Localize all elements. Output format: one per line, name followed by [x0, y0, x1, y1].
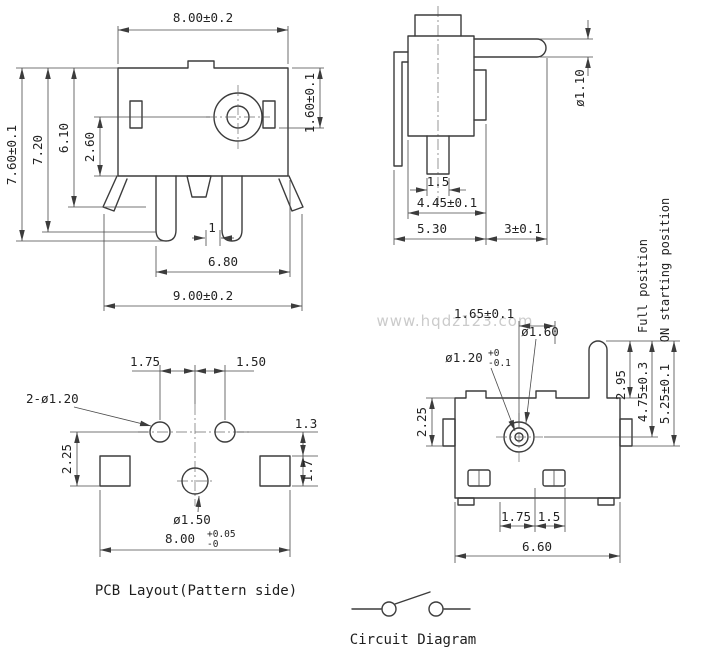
side-dim-plunger-len: 3±0.1: [504, 221, 542, 236]
circuit-contact-left: [381, 601, 397, 617]
pcb-caption: PCB Layout(Pattern side): [95, 583, 297, 599]
side-left-bracket: [393, 51, 409, 167]
detail-boss-centerlines: [496, 413, 543, 462]
pcb-pad-left: [99, 455, 131, 487]
detail-dimension-lines: [429, 323, 677, 559]
front-dim-height-4: 2.60: [82, 132, 97, 162]
pcb-leader-center-hole: [195, 495, 202, 513]
detail-right-foot: [597, 497, 615, 506]
side-bottom-pin: [426, 135, 450, 175]
front-foot-left: [102, 175, 128, 212]
detail-dim-h2: 4.75±0.3: [635, 362, 650, 422]
front-left-slot: [129, 100, 143, 129]
circuit-contact-right: [428, 601, 444, 617]
pcb-hole-center: [181, 467, 209, 495]
pcb-dim-offset-1: 1.3: [295, 416, 318, 431]
pcb-hole-left: [149, 421, 171, 443]
front-dim-height-3: 6.10: [56, 123, 71, 153]
front-dim-top-width: 8.00±0.2: [173, 10, 233, 25]
side-dim-pin: 1.5: [427, 174, 450, 189]
pcb-outline: [99, 421, 291, 495]
front-foot-right: [278, 175, 304, 212]
detail-outline: [442, 340, 633, 506]
detail-dim-width: 6.60: [522, 539, 552, 554]
pcb-extension-lines: [70, 365, 318, 557]
detail-dim-b2: 1.5: [538, 509, 561, 524]
detail-leader-boss: [524, 338, 537, 424]
side-extension-lines: [393, 38, 593, 245]
front-dimension-lines: [19, 27, 323, 309]
detail-label-hole: ø1.20: [445, 350, 483, 365]
pcb-pad-right: [259, 455, 291, 487]
side-plunger: [473, 38, 547, 58]
detail-extension-lines: [426, 321, 680, 563]
detail-label-hole-tol-up: +0: [488, 348, 500, 359]
front-dim-leg-span: 6.80: [208, 254, 238, 269]
pcb-dim-pad: 1.7: [300, 460, 315, 483]
pcb-label-holes: 2-ø1.20: [26, 391, 79, 406]
pcb-view: 1.75 1.50 2-ø1.20 1.3 1.7 2.25 ø1.50 8.0…: [26, 354, 318, 599]
detail-dim-offset: 1.65±0.1: [454, 306, 514, 321]
detail-dim-left: 2.25: [414, 407, 429, 437]
detail-label-boss: ø1.60: [521, 324, 559, 339]
front-dim-right: 1.60±0.1: [302, 73, 317, 133]
pcb-dimension-lines: [73, 368, 306, 553]
front-boss-centerlines: [206, 85, 270, 149]
side-dim-body: 4.45±0.1: [417, 195, 477, 210]
detail-label-on-position: ON starting position: [658, 198, 672, 343]
front-dim-notch: 1: [208, 220, 216, 235]
detail-label-hole-tol-dn: -0.1: [488, 358, 511, 369]
front-leg-right: [221, 175, 243, 242]
front-extension-lines: [16, 26, 324, 311]
side-view: 1.5 4.45±0.1 5.30 3±0.1 ø1.10: [393, 6, 593, 245]
pcb-dim-width: 8.00: [165, 531, 195, 546]
detail-view: 1.65±0.1 ø1.60 ø1.20 +0 -0.1 2.25 2.95 4…: [414, 198, 680, 563]
side-dimension-lines: [394, 20, 591, 242]
side-body: [407, 35, 475, 137]
front-dim-width-overall: 9.00±0.2: [173, 288, 233, 303]
front-body-outline: [117, 60, 289, 177]
pcb-centerlines: [138, 404, 250, 506]
side-view-outline: [393, 14, 547, 175]
pcb-leader-holes: [73, 406, 152, 427]
detail-dim-b1: 1.75: [501, 509, 531, 524]
pcb-dim-pitch-right: 1.50: [236, 354, 266, 369]
watermark-text: www.hqdz123.com: [376, 312, 533, 330]
side-top-block: [414, 14, 462, 37]
front-dim-height-2: 7.20: [30, 135, 45, 165]
detail-leader-hole: [490, 367, 516, 432]
pcb-dim-pitch-left: 1.75: [130, 354, 160, 369]
front-right-slot: [262, 100, 276, 129]
side-dim-overall: 5.30: [417, 221, 447, 236]
detail-left-foot: [457, 497, 475, 506]
pcb-dim-offset-2: 2.25: [59, 444, 74, 474]
detail-right-tab: [619, 418, 633, 447]
detail-body-outline: [454, 340, 621, 499]
circuit-lever: [394, 591, 431, 605]
side-right-step: [473, 69, 487, 121]
detail-label-full-position: Full position: [636, 239, 650, 333]
front-leg-left: [155, 175, 177, 242]
pcb-dim-width-tol-dn: -0: [207, 539, 219, 550]
pcb-hole-right: [214, 421, 236, 443]
front-dim-height-overall: 7.60±0.1: [4, 125, 19, 185]
side-dim-plunger-dia: ø1.10: [572, 69, 587, 107]
front-view: 8.00±0.2 7.60±0.1 7.20 6.10 2.60 1.60±0.…: [4, 10, 324, 311]
detail-slot-lines: [478, 470, 555, 486]
pcb-label-center-hole: ø1.50: [173, 512, 211, 527]
detail-left-tab: [442, 418, 456, 447]
front-view-outline: [102, 60, 304, 242]
detail-dim-h1: 2.95: [613, 370, 628, 400]
detail-dim-h3: 5.25±0.1: [657, 364, 672, 424]
circuit-diagram: Circuit Diagram: [350, 591, 476, 648]
pcb-dim-width-tol-up: +0.05: [207, 529, 236, 540]
front-center-tab: [186, 175, 212, 198]
circuit-caption: Circuit Diagram: [350, 632, 476, 648]
